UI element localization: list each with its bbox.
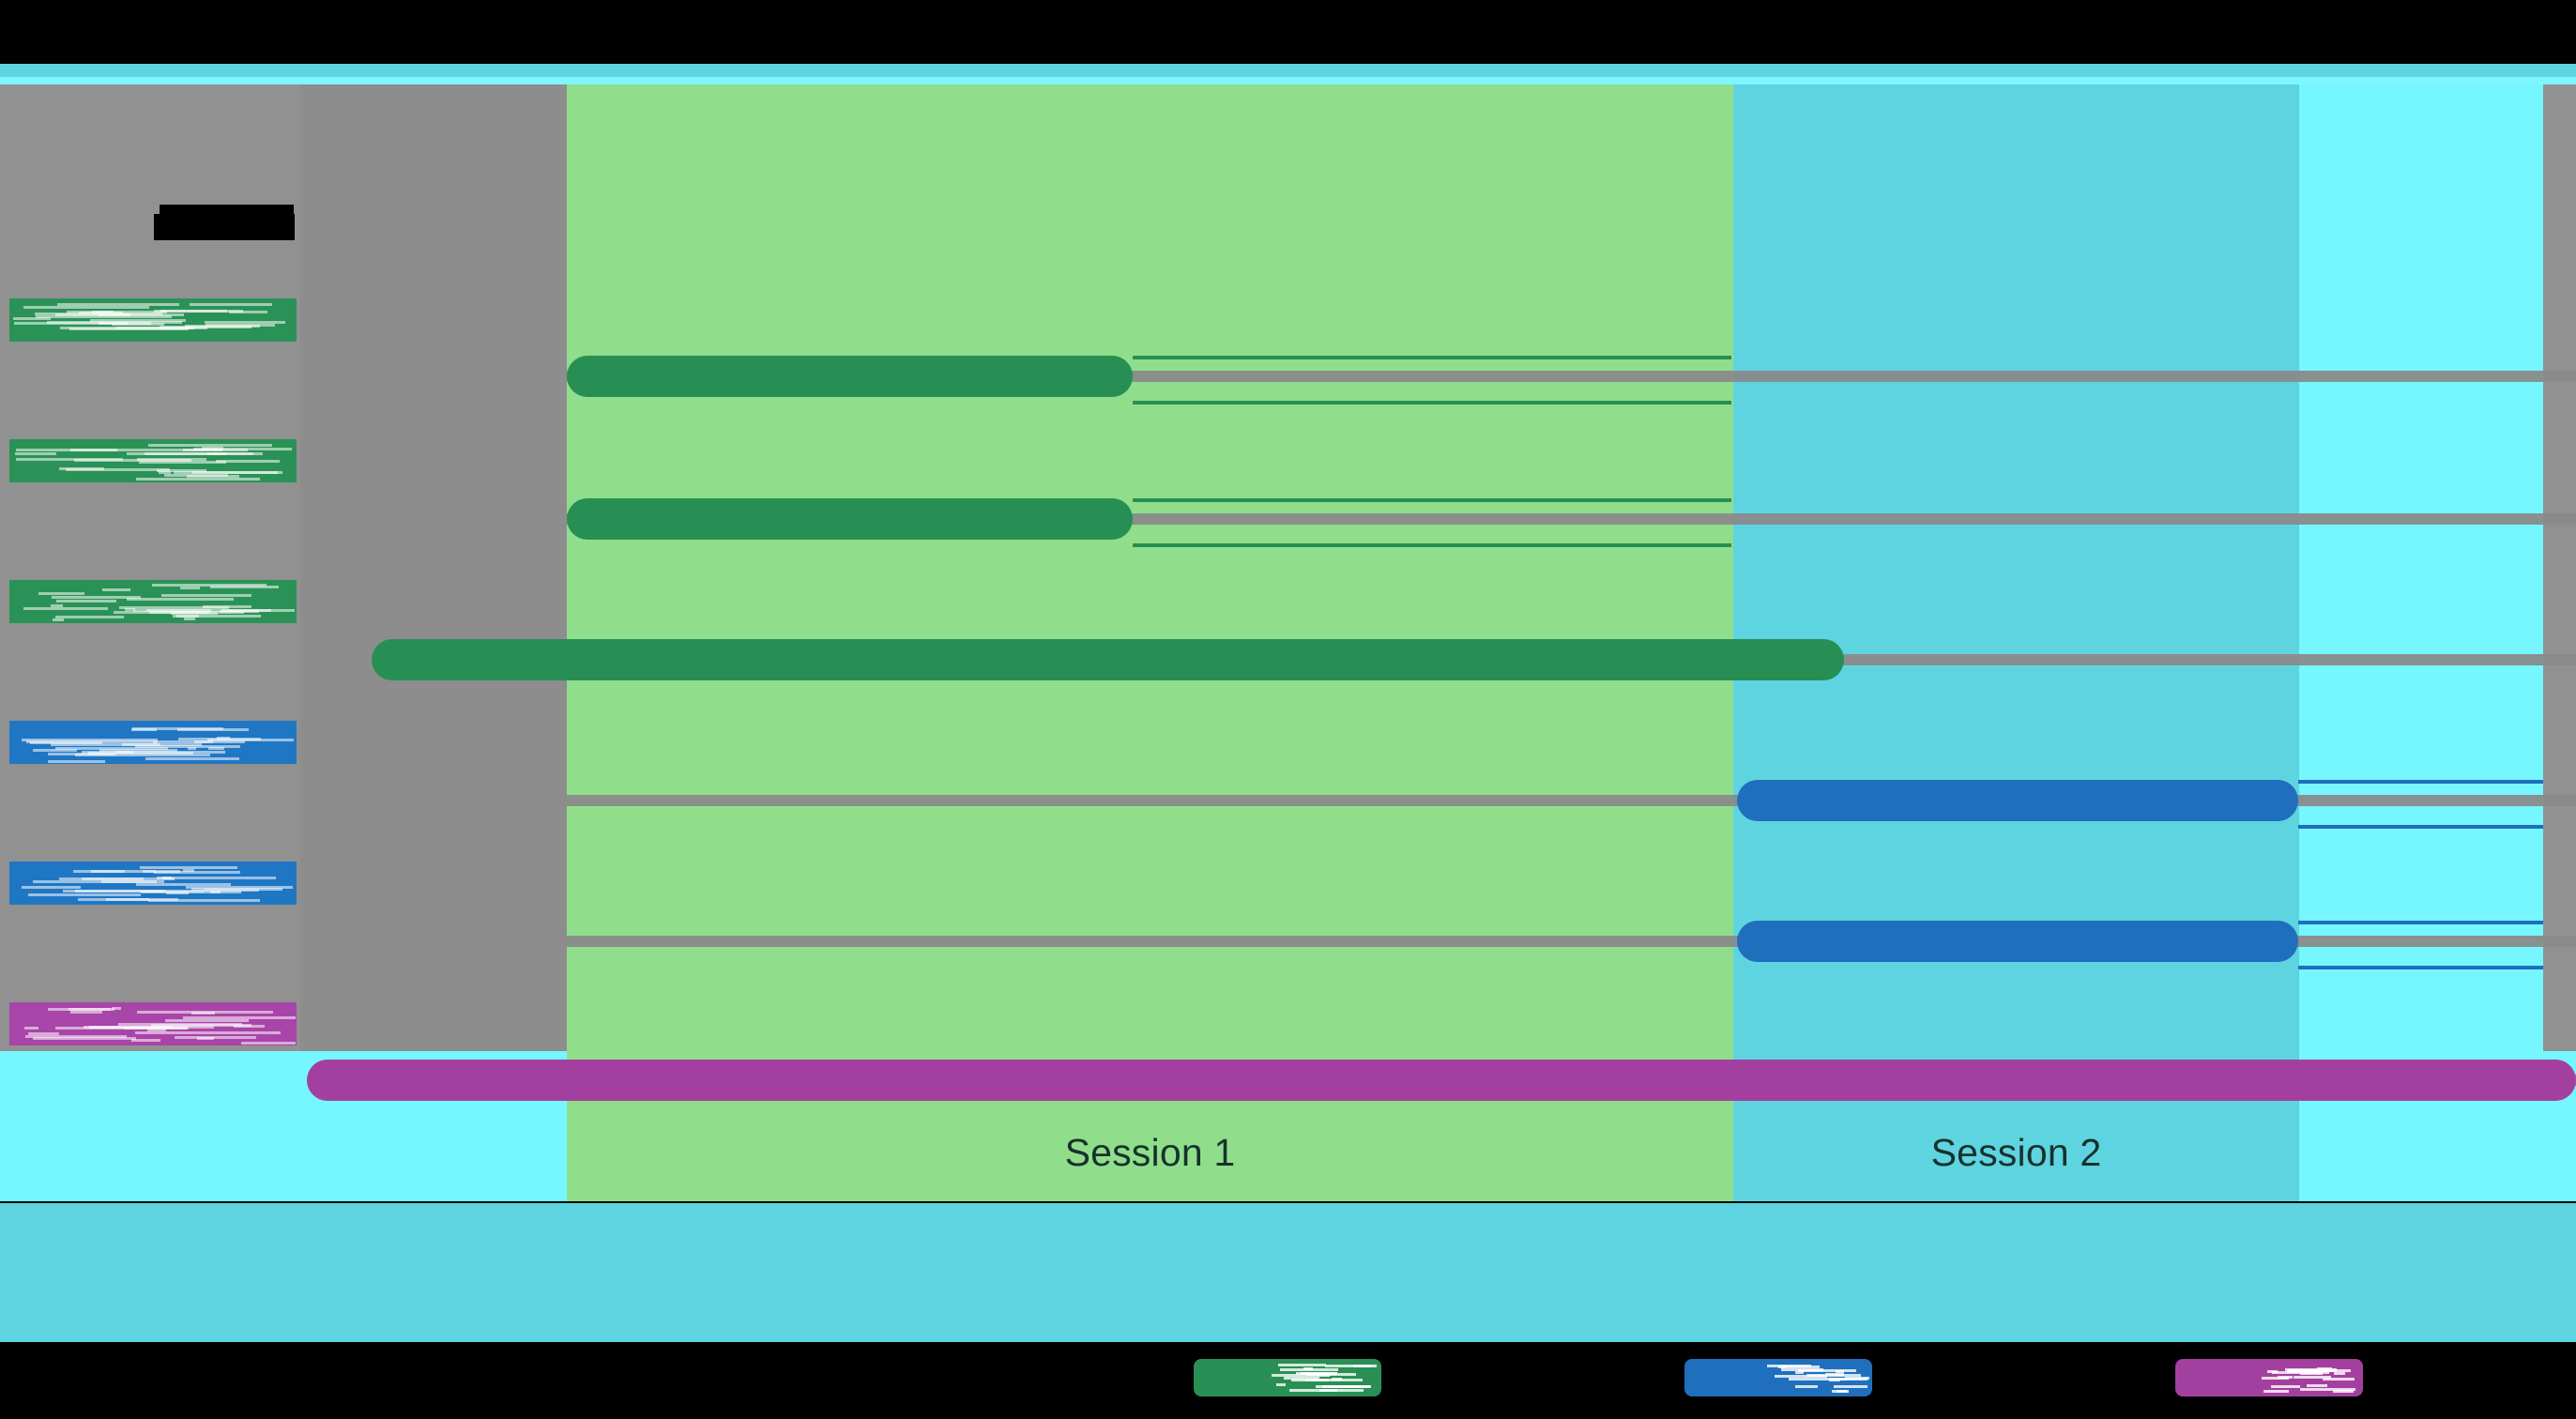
- gantt-bar[interactable]: [1737, 921, 2298, 962]
- y-axis-label-1: [9, 298, 297, 342]
- gantt-bar[interactable]: [567, 498, 1133, 540]
- bar-tail: [1133, 356, 1731, 404]
- legend-blue[interactable]: [1684, 1359, 1872, 1396]
- top-strip-outer: [0, 64, 2576, 77]
- legend-magenta[interactable]: [2175, 1359, 2363, 1396]
- lower-panel: [0, 1203, 2576, 1342]
- bar-tail: [1133, 498, 1731, 547]
- plot-area: Session 1 Session 2: [0, 84, 2576, 1201]
- top-strip-inner: [0, 77, 2576, 84]
- y-axis-label-gutter-inner: [300, 84, 567, 1051]
- y-axis-label-3: [9, 580, 297, 623]
- session-band-1-label: Session 1: [1064, 1131, 1236, 1174]
- session-band-2-label: Session 2: [1930, 1131, 2102, 1174]
- gantt-bar[interactable]: [307, 1060, 2576, 1101]
- gantt-bar[interactable]: [372, 639, 1844, 680]
- gantt-bar[interactable]: [1737, 780, 2298, 821]
- y-axis-label-6: [9, 1002, 297, 1045]
- bar-tail: [2298, 921, 2543, 969]
- y-axis-label-4: [9, 721, 297, 764]
- right-margin-gutter: [2543, 84, 2576, 1051]
- chart-title-redacted: [154, 205, 295, 240]
- y-axis-label-5: [9, 862, 297, 905]
- session-band-3: [2299, 84, 2543, 1201]
- bar-tail: [2298, 780, 2543, 829]
- gantt-bar[interactable]: [567, 356, 1133, 397]
- legend-green[interactable]: [1194, 1359, 1381, 1396]
- chart-legend: [0, 1342, 2576, 1419]
- y-axis-label-2: [9, 439, 297, 482]
